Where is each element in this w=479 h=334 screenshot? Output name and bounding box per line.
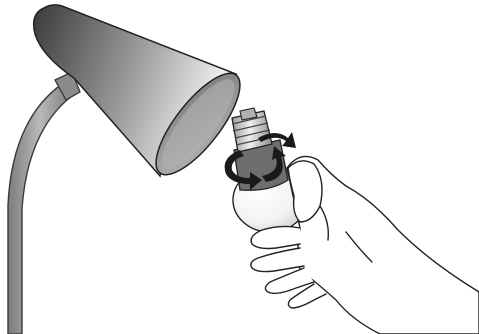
desk-lamp-icon: [8, 5, 254, 334]
screw-base-icon: [232, 108, 272, 152]
lamp-arm-icon: [8, 84, 72, 334]
